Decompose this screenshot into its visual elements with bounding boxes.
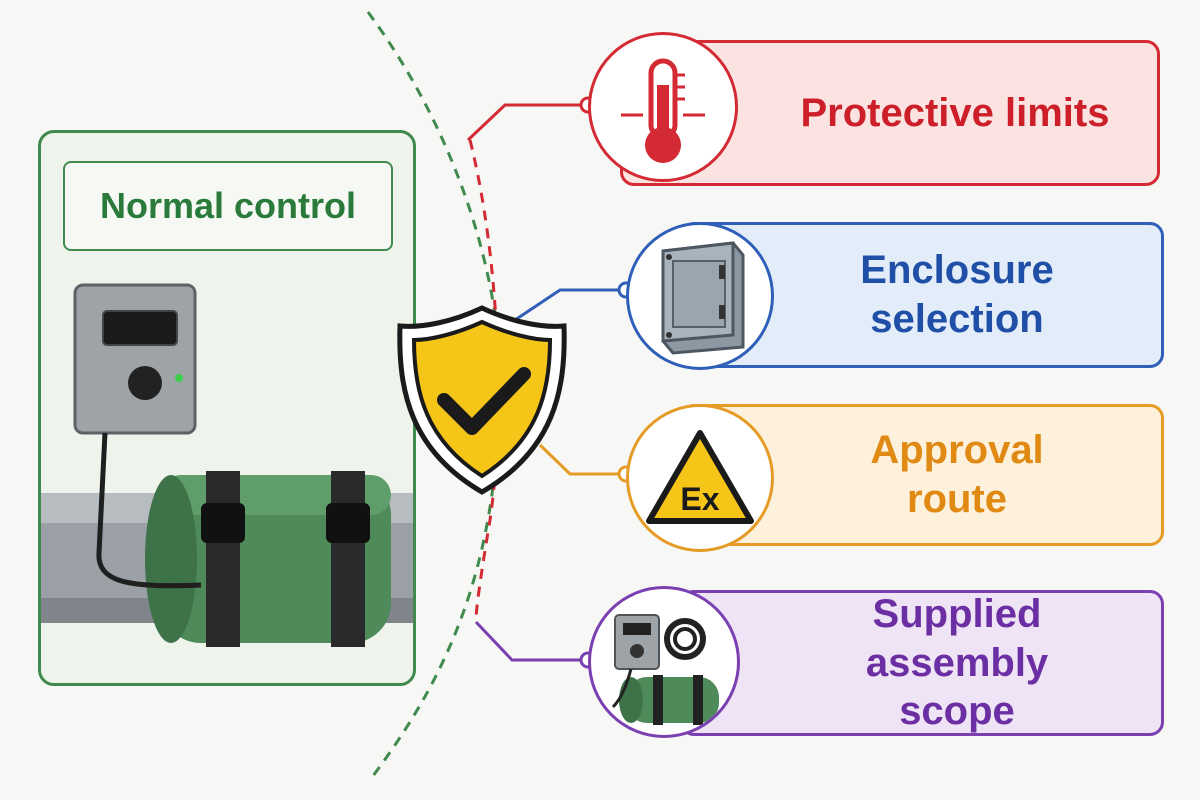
ex-badge-text: Ex — [680, 481, 719, 517]
enclosure-box-icon — [661, 241, 745, 355]
thermometer-circle — [588, 32, 738, 182]
strap-left — [206, 471, 240, 647]
thermometer-icon — [621, 58, 705, 163]
supplied-assembly-scope-card: Supplied assembly scope — [680, 590, 1164, 736]
enclosure-selection-label: Enclosure selection — [860, 248, 1054, 341]
approval-circle: Ex — [626, 404, 774, 552]
controller-box-icon — [73, 283, 197, 435]
strap-right — [331, 471, 365, 647]
power-cable-icon — [96, 432, 202, 589]
protective-limits-label: Protective limits — [800, 90, 1110, 135]
supplied-assembly-scope-label: Supplied assembly scope — [865, 591, 1049, 734]
shield-check-icon — [397, 305, 567, 495]
approval-route-label: Approval route — [870, 428, 1044, 521]
ex-warning-icon: Ex — [646, 430, 754, 524]
normal-control-panel: Normal control — [38, 130, 416, 686]
connector-enclosure — [499, 288, 626, 332]
connector-supplied — [474, 620, 588, 662]
normal-control-label: Normal control — [63, 161, 393, 251]
heating-assembly-icon — [611, 614, 719, 725]
supplied-assembly-circle — [588, 586, 740, 738]
connector-protective — [466, 103, 588, 142]
enclosure-circle — [626, 222, 774, 370]
connector-approval — [538, 443, 626, 476]
heating-jacket-scene — [41, 283, 413, 647]
